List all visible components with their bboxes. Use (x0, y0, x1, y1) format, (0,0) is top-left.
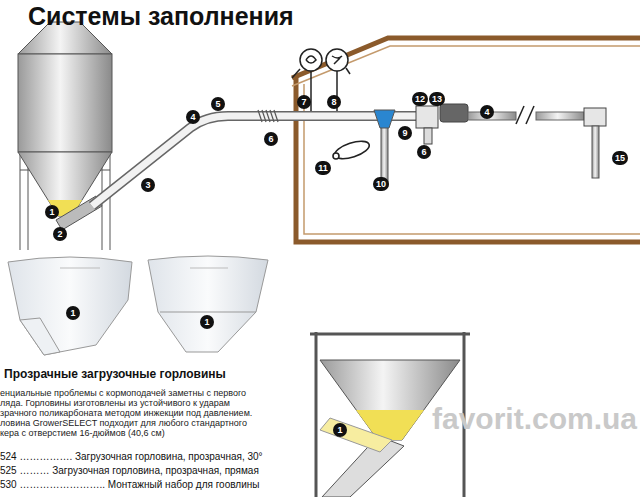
callout-circle: 1 (333, 423, 347, 437)
callout-number: 4 (484, 107, 489, 117)
hangers (292, 49, 350, 111)
clear-funnels (8, 256, 268, 355)
silo (18, 22, 112, 250)
callout-circle: 12 (412, 92, 428, 106)
callout-number: 13 (432, 94, 442, 104)
page-title: Системы заполнения (28, 2, 294, 31)
callout-number: 6 (421, 147, 426, 157)
drop-kit-icon (333, 138, 372, 162)
callout-circle: 9 (398, 126, 412, 140)
description-line: кера с отверстием 16-дюймов (40,6 см) (0, 428, 165, 438)
callout-circle: 4 (186, 110, 200, 124)
callout-circle: 4 (480, 105, 494, 119)
building-frame-inner (292, 46, 640, 234)
description-line: зрачного поликарбоната методом инжекции … (0, 408, 252, 418)
callout-circle: 5 (211, 97, 225, 111)
building-frame (292, 38, 640, 242)
callout-circle: 6 (417, 145, 431, 159)
callout-number: 1 (49, 207, 54, 217)
callout-number: 7 (301, 97, 306, 107)
callout-circle: 10 (373, 177, 389, 191)
callout-circle: 1 (200, 315, 214, 329)
callout-circle: 1 (66, 306, 80, 320)
description-line: енциальные проблемы с кормоподачей замет… (0, 388, 246, 398)
auger-tube (92, 110, 418, 206)
callout-number: 2 (57, 229, 62, 239)
callout-circle: 8 (327, 95, 341, 109)
callout-circle: 3 (141, 178, 155, 192)
part-list-line: 525 ……… Загрузочная горловина, прозрачна… (0, 465, 259, 476)
callout-number: 1 (337, 425, 342, 435)
drop-outlet (374, 110, 395, 186)
callout-number: 15 (615, 153, 625, 163)
callout-number: 11 (318, 163, 328, 173)
part-list-line: 524 ……………. Загрузочная горловина, прозра… (0, 451, 263, 462)
callout-circle: 11 (315, 161, 331, 175)
callout-number: 10 (376, 179, 386, 189)
callout-circle: 6 (264, 132, 278, 146)
callout-number: 4 (190, 112, 195, 122)
callout-circle: 13 (429, 92, 445, 106)
callout-circle: 7 (297, 95, 311, 109)
description-line: ловина GrowerSELECT подходит для любого … (0, 418, 247, 428)
part-list-line: 530 …………………….. Монтажный набор для гоовл… (0, 479, 259, 490)
callout-number: 12 (415, 94, 425, 104)
watermark: favorit.com.ua (432, 402, 637, 436)
callout-number: 3 (145, 180, 150, 190)
callout-circle: 1 (45, 205, 59, 219)
feed-line (468, 106, 606, 178)
callout-number: 5 (215, 99, 220, 109)
callout-number: 8 (331, 97, 336, 107)
callout-number: 6 (268, 134, 273, 144)
description-line: ляда. Горловины изготовлены из устойчиво… (0, 398, 230, 408)
control-unit (416, 104, 468, 144)
section-heading: Прозрачные загрузочные горловины (4, 367, 226, 381)
callout-number: 9 (402, 128, 407, 138)
callout-number: 1 (70, 308, 75, 318)
callout-circle: 2 (53, 227, 67, 241)
callout-circle: 15 (612, 151, 628, 165)
callout-number: 1 (204, 317, 209, 327)
